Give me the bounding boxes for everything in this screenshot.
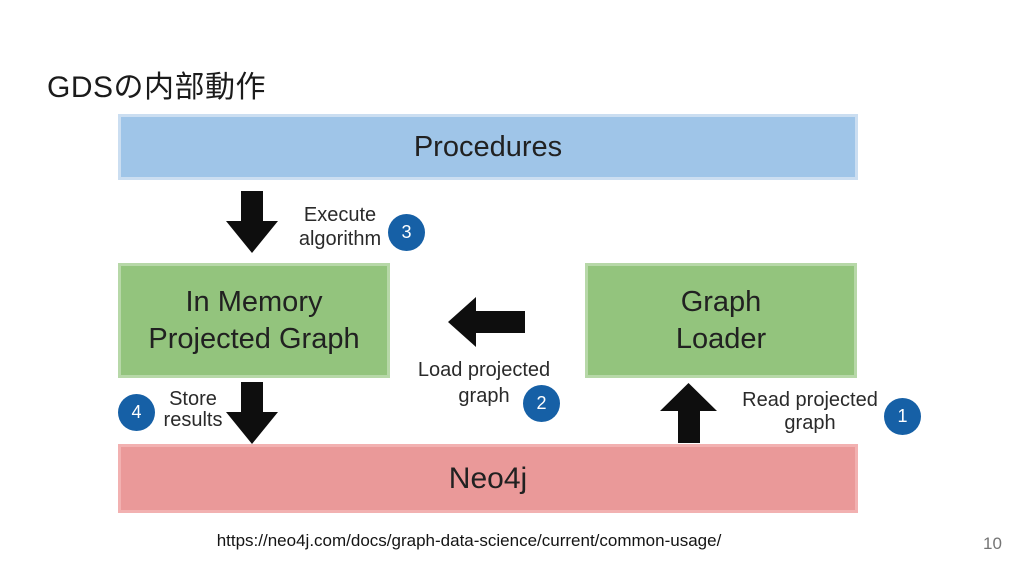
- graph-loader-label-line2: Loader: [675, 322, 767, 355]
- graph-loader-label-line1: Graph: [680, 285, 762, 318]
- step-badge-2: 2: [523, 385, 560, 422]
- store-arrow-down-icon: [226, 382, 278, 444]
- store-results-label: Store results: [156, 389, 230, 431]
- execute-arrow-down-icon: [226, 191, 278, 253]
- execute-algorithm-label-line1: Execute: [303, 204, 377, 226]
- page-number: 10: [983, 534, 1002, 553]
- in-memory-label-line1: In Memory: [185, 285, 323, 318]
- source-url: https://neo4j.com/docs/graph-data-scienc…: [216, 531, 722, 550]
- step-badge-3: 3: [388, 214, 425, 251]
- store-results-label-line2: results: [163, 409, 223, 431]
- load-projected-graph-label-line2: graph: [458, 385, 510, 407]
- in-memory-label-line2: Projected Graph: [148, 322, 360, 355]
- procedures-label: Procedures: [413, 130, 563, 163]
- read-arrow-up-icon: [660, 383, 717, 443]
- graph-loader-box: Graph Loader: [585, 263, 857, 378]
- neo4j-box: Neo4j: [118, 444, 858, 513]
- read-projected-graph-label-line2: graph: [784, 412, 836, 434]
- load-arrow-left-icon: [448, 297, 525, 347]
- read-projected-graph-label-line1: Read projected: [742, 389, 878, 411]
- slide-title: GDSの内部動作: [47, 71, 267, 104]
- store-results-label-line1: Store: [169, 388, 217, 410]
- neo4j-label: Neo4j: [448, 461, 528, 495]
- step-badge-4: 4: [118, 394, 155, 431]
- load-projected-graph-label-line1: Load projected: [417, 359, 551, 381]
- execute-algorithm-label: Execute algorithm: [286, 203, 394, 251]
- execute-algorithm-label-line2: algorithm: [298, 228, 382, 250]
- step-badge-1: 1: [884, 398, 921, 435]
- in-memory-projected-graph-box: In Memory Projected Graph: [118, 263, 390, 378]
- read-projected-graph-label: Read projected graph: [730, 389, 890, 435]
- load-projected-graph-label: Load projected graph: [404, 357, 564, 409]
- procedures-box: Procedures: [118, 114, 858, 180]
